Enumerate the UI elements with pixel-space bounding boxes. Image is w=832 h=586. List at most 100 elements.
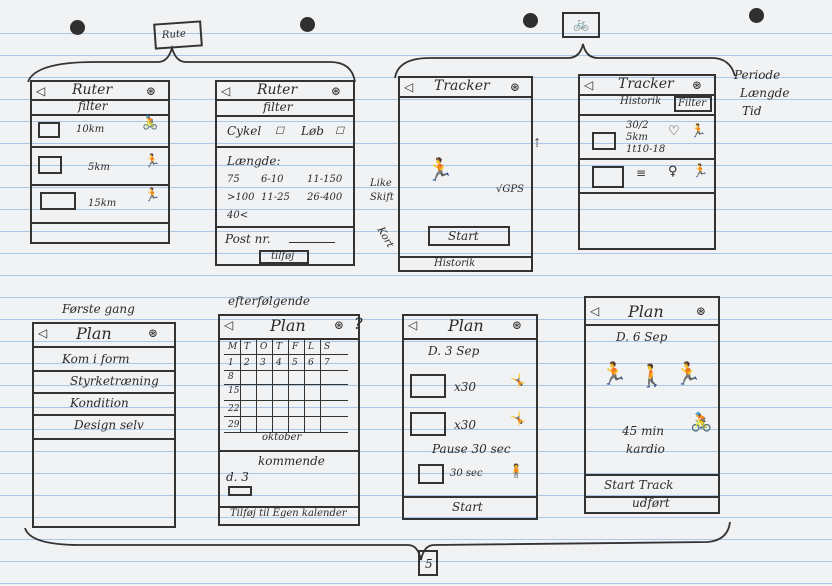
back-icon[interactable]: ◁ xyxy=(404,80,414,94)
history-thumbnail[interactable] xyxy=(592,166,624,188)
grid-line xyxy=(288,340,289,432)
done-button[interactable]: udført xyxy=(632,496,670,510)
exercise-figure-icon: 🤸 xyxy=(510,412,527,427)
start-button[interactable]: Start xyxy=(428,226,510,246)
range-option[interactable]: 11-25 xyxy=(261,192,290,203)
history-thumbnail[interactable] xyxy=(592,132,616,150)
calendar-day[interactable]: 4 xyxy=(276,358,282,368)
grid-line xyxy=(224,370,348,371)
route-thumbnail[interactable] xyxy=(38,156,62,174)
type-option-lob[interactable]: Løb xyxy=(301,124,324,138)
menu-divider xyxy=(34,438,174,440)
page-title: Ruter xyxy=(72,82,113,98)
back-icon[interactable]: ◁ xyxy=(408,318,418,332)
weekday-header: L xyxy=(308,342,314,352)
calendar-day[interactable]: 6 xyxy=(308,358,314,368)
upcoming-thumbnail[interactable] xyxy=(228,486,252,496)
post-input[interactable] xyxy=(289,242,335,243)
punch-hole xyxy=(523,13,538,28)
calendar-day[interactable]: 8 xyxy=(228,372,234,382)
list-divider xyxy=(580,158,714,160)
filter-heading: filter xyxy=(263,100,293,114)
bottom-marker-label: 5 xyxy=(425,557,433,571)
back-icon[interactable]: ◁ xyxy=(38,326,48,340)
settings-icon[interactable]: ⊛ xyxy=(510,80,521,94)
range-option[interactable]: 40< xyxy=(227,210,249,221)
calendar-day[interactable]: 2 xyxy=(244,358,250,368)
back-icon[interactable]: ◁ xyxy=(221,84,231,98)
settings-icon[interactable]: ⊛ xyxy=(148,326,159,340)
calendar-day[interactable]: 3 xyxy=(260,358,266,368)
range-option[interactable]: 75 xyxy=(227,174,240,185)
settings-icon[interactable]: ⊛ xyxy=(146,84,157,98)
menu-divider xyxy=(34,370,174,372)
route-thumbnail[interactable] xyxy=(38,122,60,138)
top-marker-box: Rute xyxy=(153,20,203,50)
settings-icon[interactable]: ⊛ xyxy=(512,318,523,332)
range-option[interactable]: 26-400 xyxy=(307,192,343,203)
tab-history[interactable]: Historik xyxy=(620,96,662,107)
heart-icon[interactable]: ♡ xyxy=(668,124,680,139)
menu-item-kom-i-form[interactable]: Kom i form xyxy=(62,352,130,366)
calendar-day[interactable]: 5 xyxy=(292,358,298,368)
calendar-day[interactable]: 22 xyxy=(228,404,240,414)
tab-filter[interactable]: Filter xyxy=(674,96,712,112)
settings-icon[interactable]: ⊛ xyxy=(696,304,707,318)
back-icon[interactable]: ◁ xyxy=(584,78,594,92)
menu-item-kondition[interactable]: Kondition xyxy=(70,396,129,410)
scroll-up-arrow[interactable]: ⇡ xyxy=(532,136,543,150)
checkbox[interactable]: ☐ xyxy=(275,126,284,137)
grid-line xyxy=(304,340,305,432)
exercise-thumbnail[interactable] xyxy=(410,412,446,436)
weekday-header: F xyxy=(292,342,299,352)
add-to-calendar-button[interactable]: Tilføj til Egen kalender xyxy=(230,508,347,519)
punch-hole xyxy=(300,17,315,32)
pause-label: Pause 30 sec xyxy=(432,442,511,456)
checkbox[interactable]: ☐ xyxy=(335,126,344,137)
back-icon[interactable]: ◁ xyxy=(36,84,46,98)
calendar-day[interactable]: 15 xyxy=(228,386,240,396)
back-icon[interactable]: ◁ xyxy=(590,304,600,318)
history-link[interactable]: Historik xyxy=(434,258,476,269)
runner-icon: 🏃 xyxy=(426,158,454,183)
exercise-thumbnail[interactable] xyxy=(418,464,444,484)
calendar-day[interactable]: 29 xyxy=(228,420,240,430)
exercise-thumbnail[interactable] xyxy=(410,374,446,398)
header-divider xyxy=(580,94,714,96)
calendar-day[interactable]: 7 xyxy=(324,358,330,368)
footer-divider xyxy=(400,256,531,258)
punch-hole xyxy=(749,8,764,23)
menu-item-design-selv[interactable]: Design selv xyxy=(74,418,144,432)
screen-plan-calendar: ◁ Plan ⊛ M T O T F L S 1 2 3 4 5 6 7 8 1… xyxy=(218,314,360,526)
settings-icon[interactable]: ⊛ xyxy=(692,78,703,92)
filter-link[interactable]: filter xyxy=(78,99,108,113)
settings-icon[interactable]: ⊛ xyxy=(331,84,342,98)
grid-line xyxy=(320,340,321,432)
route-thumbnail[interactable] xyxy=(40,192,76,210)
menu-item-styrketraening[interactable]: Styrketræning xyxy=(70,374,159,388)
range-option[interactable]: 6-10 xyxy=(261,174,284,185)
weekday-header: T xyxy=(244,342,251,352)
exercise-reps: x30 xyxy=(454,380,477,394)
calendar-day[interactable]: 1 xyxy=(228,358,234,368)
range-option[interactable]: >100 xyxy=(227,192,255,203)
page-title: Tracker xyxy=(434,78,490,94)
list-divider xyxy=(32,222,168,224)
back-icon[interactable]: ◁ xyxy=(224,318,234,332)
settings-icon[interactable]: ⊛ xyxy=(334,318,345,332)
start-button[interactable]: Start xyxy=(452,500,483,514)
range-option[interactable]: 11-150 xyxy=(307,174,343,185)
header-divider xyxy=(400,96,531,98)
type-option-cykel[interactable]: Cykel xyxy=(227,124,262,138)
punch-hole xyxy=(70,20,85,35)
apply-button[interactable]: tilføj xyxy=(259,250,309,264)
exercise-reps: x30 xyxy=(454,418,477,432)
plan-duration: 45 min xyxy=(622,424,665,438)
start-track-button[interactable]: Start Track xyxy=(604,478,674,492)
plan-date: D. 3 Sep xyxy=(428,344,480,358)
menu-divider xyxy=(34,392,174,394)
header-divider xyxy=(586,324,718,326)
month-label: oktober xyxy=(262,432,302,443)
grid-line xyxy=(224,384,348,385)
